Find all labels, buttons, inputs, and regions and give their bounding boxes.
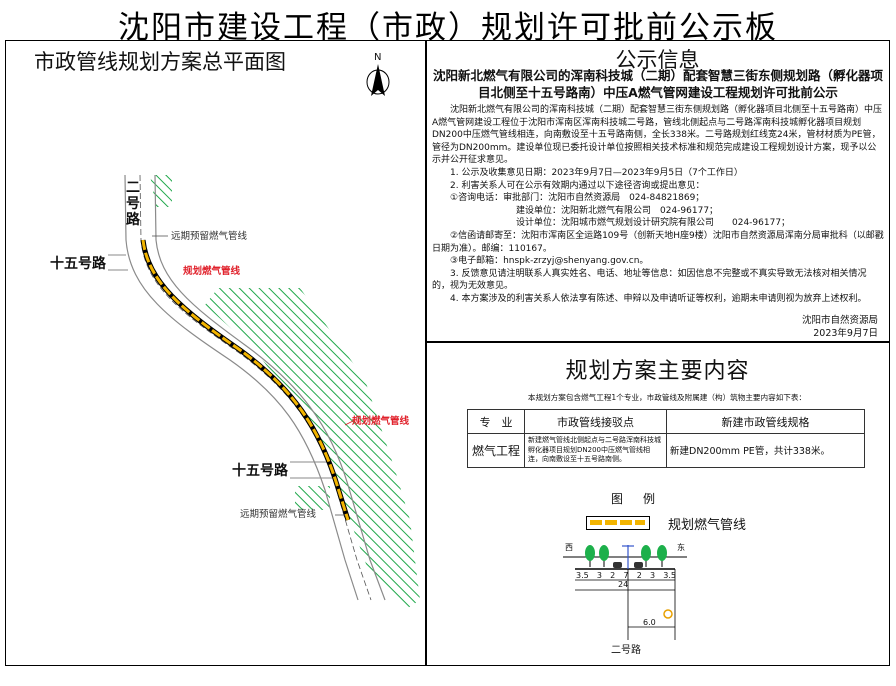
notice-date: 2023年9月7日 — [813, 328, 878, 339]
notice-email: ③电子邮箱：hnspk-zrzyj@shenyang.gov.cn。 — [450, 256, 649, 267]
dim-label: 3.5 — [663, 571, 676, 580]
car-icon — [634, 562, 643, 568]
planned-pipe-label-top: 规划燃气管线 — [183, 266, 241, 277]
notice-item-2: 2. 利害关系人可在公示有效期内通过以下途径咨询或提出意见： — [450, 180, 705, 191]
board-frame — [5, 40, 890, 666]
table-cell-point: 新建燃气管线北侧起点与二号路浑南科技城孵化器项目规划DN200中压燃气管线相连，… — [524, 433, 667, 468]
notice-consult-designer: 设计单位：沈阳城市燃气规划设计研究院有限公司 024-96177； — [516, 218, 791, 229]
table-header-spec: 新建市政管线规格 — [666, 409, 865, 434]
section-offset-label: 6.0 — [643, 618, 656, 627]
notice-subject: 沈阳新北燃气有限公司的浑南科技城（二期）配套智慧三街东侧规划路（孵化器项目北侧至… — [432, 68, 883, 100]
road-label-15-top: 十五号路 — [50, 256, 106, 272]
dim-label: 3 — [649, 571, 656, 580]
road-label-er-vertical: 二号路 — [126, 180, 140, 228]
planned-pipe-leader-right — [344, 419, 356, 426]
pipe-position-marker — [663, 609, 673, 619]
dim-label: 3 — [596, 571, 602, 580]
notice-body: 沈阳新北燃气有限公司的浑南科技城（二期）配套智慧三街东侧规划路（孵化器项目北侧至… — [432, 104, 884, 306]
section-east-label: 东 — [677, 543, 685, 552]
notice-mail: ②信函请邮寄至：沈阳市浑南区全运路109号（创新天地H座9楼）沈阳市自然资源局浑… — [432, 230, 884, 254]
notice-heading: 公示信息 — [615, 48, 700, 72]
dim-label: 7 — [623, 571, 629, 580]
map-title: 市政管线规划方案总平面图 — [34, 50, 286, 74]
reserved-pipe-label-top: 远期预留燃气管线 — [171, 231, 248, 242]
plan-table: 专 业 市政管线接驳点 新建市政管线规格 燃气工程 新建燃气管线北侧起点与二号路… — [467, 409, 865, 468]
divider-vertical — [425, 40, 427, 666]
notice-intro: 沈阳新北燃气有限公司的浑南科技城（二期）配套智慧三街东侧规划路（孵化器项目北侧至… — [432, 105, 883, 166]
table-row: 燃气工程 新建燃气管线北侧起点与二号路浑南科技城孵化器项目规划DN200中压燃气… — [467, 433, 865, 468]
green-land-right — [205, 288, 420, 610]
cross-road-bottom — [290, 461, 333, 479]
road-edge-east — [154, 174, 386, 601]
notice-board: 沈阳市建设工程（市政）规划许可批前公示板 市政管线规划方案总平面图 — [5, 10, 890, 666]
tree-icon — [641, 545, 651, 567]
notice-issuer-name: 沈阳市自然资源局 — [801, 315, 878, 326]
legend-gas-pipe-label: 规划燃气管线 — [668, 518, 747, 533]
road-cross-section — [563, 545, 687, 640]
tree-icon — [585, 545, 595, 567]
legend-title: 图 例 — [610, 492, 659, 506]
table-header-point: 市政管线接驳点 — [524, 409, 667, 434]
notice-consult-builder: 建设单位：沈阳新北燃气有限公司 024-96177； — [516, 205, 719, 216]
tree-icon — [599, 545, 609, 567]
table-header-specialty: 专 业 — [467, 409, 525, 434]
section-dimensions: 3.5 3 2 7 2 3 3.5 — [576, 571, 676, 580]
cross-road-top — [108, 254, 128, 271]
section-road-name: 二号路 — [611, 645, 641, 656]
notice-item-3: 3. 反馈意见请注明联系人真实姓名、电话、地址等信息：如因信息不完整或不真实导致… — [432, 268, 867, 292]
site-plan-map — [108, 64, 420, 610]
notice-consult-phone: ①咨询电话：审批部门：沈阳市自然资源局 024-84821869； — [450, 193, 705, 204]
road-edge-west — [124, 174, 359, 601]
table-cell-spec: 新建DN200mm PE管，共计338米。 — [666, 433, 865, 468]
plan-intro: 本规划方案包含燃气工程1个专业，市政管线及附属建（构）筑物主要内容如下表： — [527, 393, 807, 402]
car-icon — [613, 562, 622, 568]
legend-gas-pipe-swatch — [586, 516, 650, 530]
road-label-15-bottom: 十五号路 — [232, 463, 288, 479]
planned-pipe-label-right: 规划燃气管线 — [352, 416, 410, 427]
green-land-bottom — [295, 486, 330, 510]
dim-label: 2 — [610, 571, 616, 580]
dim-label: 3.5 — [576, 571, 589, 580]
notice-item-4: 4. 本方案涉及的利害关系人依法享有陈述、申辩以及申请听证等权利，逾期未申请则视… — [450, 293, 867, 304]
north-label: N — [374, 52, 382, 63]
reserved-pipe-label-bottom: 远期预留燃气管线 — [240, 509, 317, 520]
section-total-width: 24 — [618, 580, 629, 589]
dim-label: 2 — [636, 571, 642, 580]
divider-horizontal — [425, 341, 890, 343]
plan-heading: 规划方案主要内容 — [565, 359, 750, 384]
tree-icon — [657, 545, 667, 567]
notice-signature: 沈阳市自然资源局 2023年9月7日 — [640, 314, 878, 340]
north-arrow-icon — [366, 64, 390, 96]
section-west-label: 西 — [565, 543, 573, 552]
notice-item-1: 1. 公示及收集意见日期：2023年9月7日—2023年9月5日（7个工作日） — [450, 167, 743, 178]
